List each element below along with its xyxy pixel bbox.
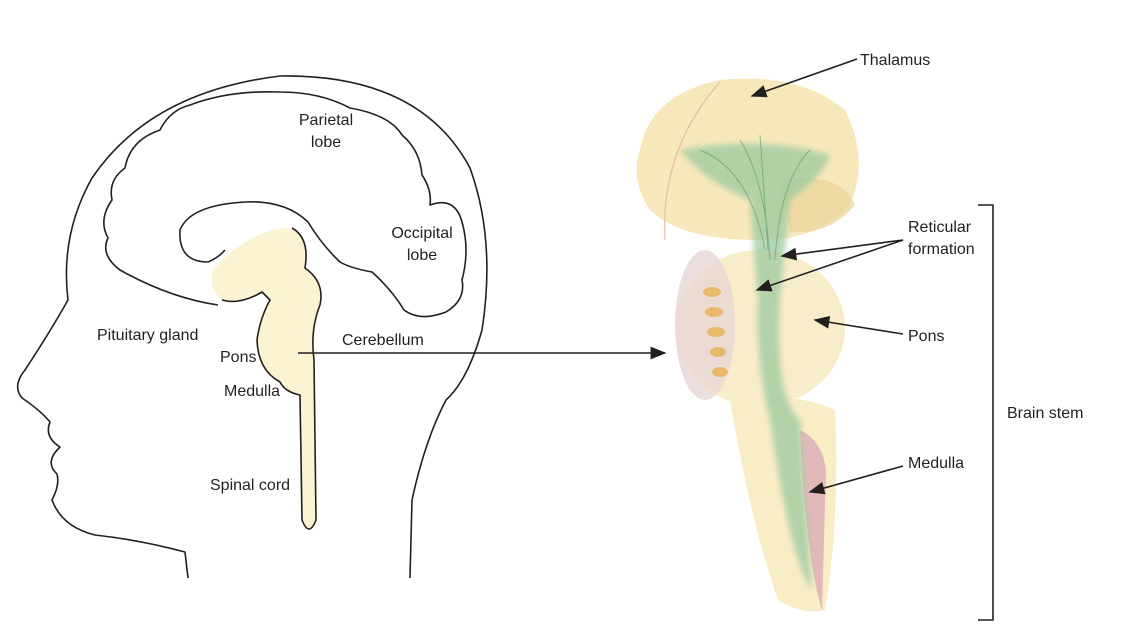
brain-stem-bracket (978, 204, 994, 621)
label-medulla-right: Medulla (908, 455, 964, 472)
label-occipital-lobe-2: lobe (407, 247, 437, 264)
brainstem-fill (211, 228, 321, 529)
head-outline (16, 75, 488, 579)
label-pons-right: Pons (908, 328, 944, 345)
reticular-arrow-2 (755, 239, 904, 292)
thalamus-arrow (750, 58, 858, 98)
label-thalamus: Thalamus (860, 52, 930, 69)
label-cerebellum: Cerebellum (342, 332, 424, 349)
label-pituitary-gland: Pituitary gland (97, 327, 198, 344)
pons-arrow (813, 315, 904, 335)
label-reticular-formation-2: formation (908, 241, 975, 258)
reticular-arrow-1 (780, 239, 904, 261)
label-medulla-left: Medulla (224, 383, 280, 400)
label-pons-left: Pons (220, 349, 256, 366)
label-reticular-formation: Reticular (908, 219, 972, 236)
brain-outline (103, 90, 467, 318)
brainstem-illustration (636, 78, 859, 612)
label-occipital-lobe: Occipital (391, 225, 452, 242)
label-parietal-lobe-2: lobe (311, 134, 341, 151)
medulla-arrow (808, 465, 904, 495)
spinal-cord-outline (221, 227, 322, 530)
label-parietal-lobe: Parietal (299, 112, 353, 129)
label-brain-stem: Brain stem (1007, 405, 1083, 422)
label-spinal-cord: Spinal cord (210, 477, 290, 494)
